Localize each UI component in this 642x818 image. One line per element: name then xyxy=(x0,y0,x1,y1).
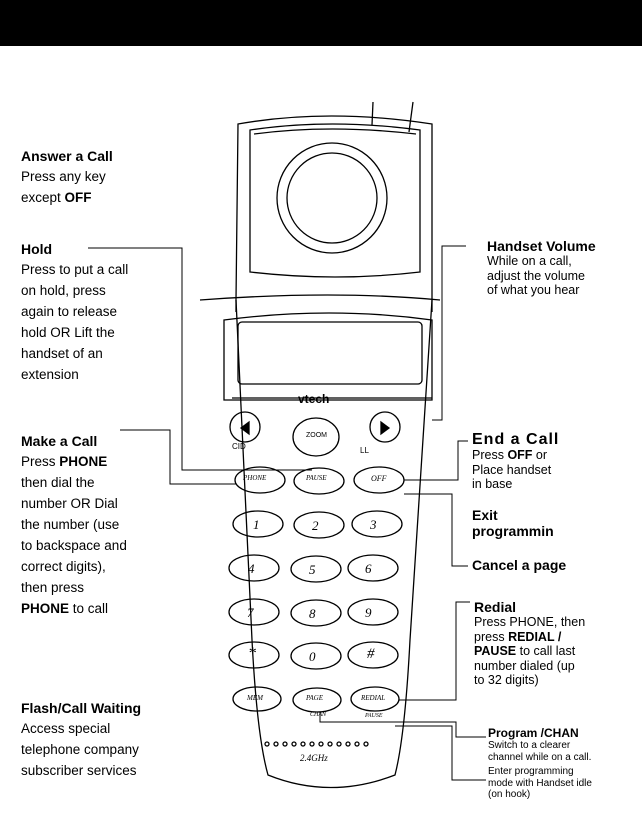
key-3-label[interactable]: 3 xyxy=(370,517,377,532)
hold-callout: Hold Press to put a call on hold, press … xyxy=(21,241,129,382)
page-key-label[interactable]: PAGE xyxy=(306,694,323,702)
key-9-label[interactable]: 9 xyxy=(365,605,372,620)
off-key-label[interactable]: OFF xyxy=(371,474,387,483)
earpiece-housing xyxy=(249,123,421,278)
nav-right-sub: LL xyxy=(360,446,369,455)
mic-holes xyxy=(264,741,369,747)
key-4-label[interactable]: 4 xyxy=(248,561,255,576)
key-7 xyxy=(228,598,280,626)
answer-call-callout: Answer a Call Press any key except OFF xyxy=(21,148,113,205)
key-star xyxy=(228,641,280,669)
flash-callout: Flash/Call Waiting Access special teleph… xyxy=(21,700,142,778)
key-4 xyxy=(228,554,280,582)
exit-programming-callout: Exit programmin xyxy=(472,507,554,539)
nav-left-key xyxy=(229,411,261,443)
key-hash-label[interactable]: # xyxy=(367,646,375,662)
answer-call-title: Answer a Call xyxy=(21,148,113,164)
make-call-callout: Make a Call Press PHONE then dial the nu… xyxy=(21,433,127,616)
key-0 xyxy=(290,642,342,670)
keypad xyxy=(228,466,405,713)
mem-key-label[interactable]: MEM xyxy=(247,694,263,702)
display-housing xyxy=(223,312,433,401)
top-black-bar xyxy=(0,0,642,46)
nav-right-key xyxy=(369,411,401,443)
redial-callout: Redial Press PHONE, then press REDIAL / … xyxy=(474,599,586,687)
phone-key xyxy=(234,466,286,494)
end-call-title: End a Call xyxy=(472,431,560,448)
redial-key-sub: PAUSE xyxy=(365,713,383,719)
program-chan-callout: Program /CHAN Switch to a clearer channe… xyxy=(488,726,592,801)
cancel-page-title: Cancel a page xyxy=(472,557,567,573)
leader-lines xyxy=(88,245,486,781)
redial-key-label[interactable]: REDIAL xyxy=(361,694,386,702)
key-hash xyxy=(347,641,399,669)
nav-center-label: ZOOM xyxy=(306,432,327,439)
nav-center-key xyxy=(292,417,340,457)
handset-volume-callout: Handset Volume While on a call, adjust t… xyxy=(487,238,596,297)
nav-left-sub: CID xyxy=(232,442,246,451)
key-1 xyxy=(232,510,284,538)
key-6 xyxy=(347,554,399,582)
hold-title: Hold xyxy=(21,241,53,257)
cancel-page-callout: Cancel a page xyxy=(472,557,566,573)
key-star-label[interactable]: * xyxy=(248,645,256,662)
mem-key xyxy=(232,686,282,712)
phone-body xyxy=(235,115,433,789)
antenna-left xyxy=(371,101,374,126)
key-0-label[interactable]: 0 xyxy=(309,649,316,664)
handset-volume-title: Handset Volume xyxy=(487,238,596,254)
display-screen xyxy=(237,321,423,385)
redial-title: Redial xyxy=(474,599,517,615)
key-8 xyxy=(290,599,342,627)
program-chan-title: Program /CHAN xyxy=(488,726,579,740)
key-5-label[interactable]: 5 xyxy=(309,562,316,577)
antenna-right xyxy=(408,101,414,133)
pause-key xyxy=(293,467,345,495)
brand-logo: vtech xyxy=(298,392,330,406)
make-call-title: Make a Call xyxy=(21,433,98,449)
end-call-callout: End a Call Press OFF or Place handset in… xyxy=(472,431,560,492)
flash-title: Flash/Call Waiting xyxy=(21,700,142,716)
key-2 xyxy=(293,511,345,539)
key-9 xyxy=(347,598,399,626)
key-2-label[interactable]: 2 xyxy=(312,518,319,533)
redial-key xyxy=(350,686,400,712)
page-key-sub: CHAN xyxy=(310,712,327,718)
pause-key-label[interactable]: PAUSE xyxy=(306,474,327,482)
key-1-label[interactable]: 1 xyxy=(253,517,260,532)
key-8-label[interactable]: 8 xyxy=(309,606,316,621)
key-3 xyxy=(351,510,403,538)
page-key xyxy=(292,687,342,713)
key-6-label[interactable]: 6 xyxy=(365,561,372,576)
frequency-label: 2.4GHz xyxy=(300,753,328,763)
key-5 xyxy=(290,555,342,583)
key-7-label[interactable]: 7 xyxy=(247,605,254,620)
earpiece-speaker xyxy=(276,142,388,254)
phone-key-label[interactable]: PHONE xyxy=(243,474,267,482)
